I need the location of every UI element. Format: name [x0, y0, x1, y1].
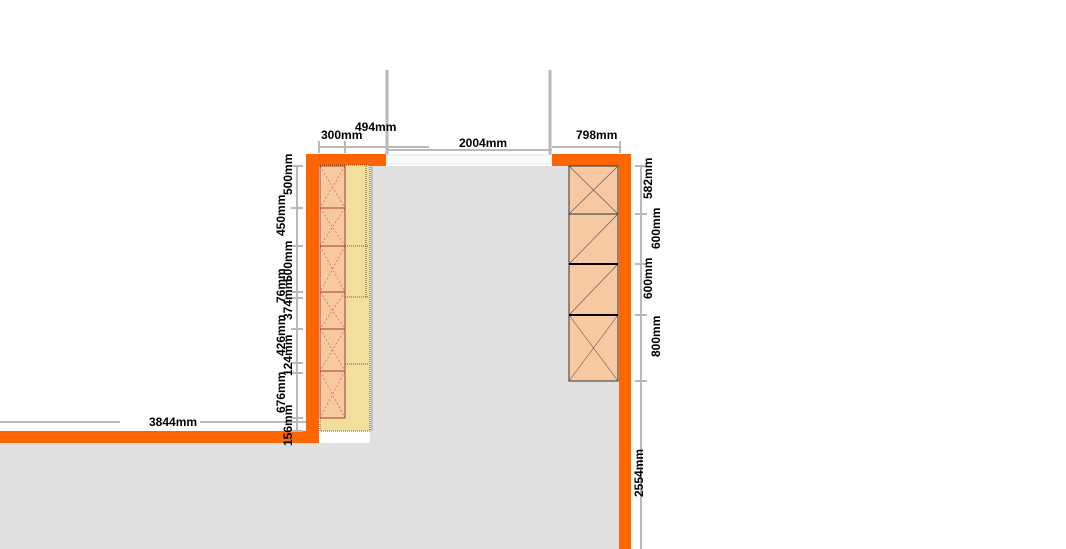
dimension-labels: 300mm 494mm 2004mm 798mm 3844mm 500mm 45… — [149, 120, 663, 497]
right-cabinet-run[interactable] — [568, 165, 619, 382]
dim-right-582: 582mm — [641, 158, 655, 199]
dim-left-450: 450mm — [274, 195, 288, 236]
dim-left-500: 500mm — [281, 154, 295, 195]
dim-right-600b: 600mm — [641, 258, 655, 299]
dim-top-798: 798mm — [576, 128, 617, 142]
dim-top-300: 300mm — [321, 128, 362, 142]
dim-left-426: 426mm — [274, 315, 288, 356]
dim-left-76: 76mm — [274, 268, 288, 303]
dim-left-374: 374mm — [281, 279, 295, 320]
dimension-lines — [0, 141, 647, 549]
left-cabinet-run[interactable] — [319, 164, 373, 432]
wall-left — [306, 154, 319, 443]
wall-cabinets-left[interactable] — [319, 165, 346, 419]
wall-bottom-left — [0, 431, 319, 443]
dim-right-600a: 600mm — [649, 208, 663, 249]
walls — [0, 154, 631, 549]
wall-top-right — [552, 154, 631, 166]
dim-top-494: 494mm — [355, 120, 396, 134]
dim-left-676: 676mm — [274, 372, 288, 413]
wall-right — [619, 154, 631, 549]
wall-top-left — [306, 154, 386, 166]
dim-left-500b: 500mm — [281, 241, 295, 282]
dim-top-2004: 2004mm — [459, 136, 507, 150]
dim-left-156: 156mm — [281, 405, 295, 446]
dim-right-800: 800mm — [649, 316, 663, 357]
dim-bottom-3844: 3844mm — [149, 415, 197, 429]
dim-left-124: 124mm — [281, 335, 295, 376]
dim-right-2554: 2554mm — [632, 449, 646, 497]
